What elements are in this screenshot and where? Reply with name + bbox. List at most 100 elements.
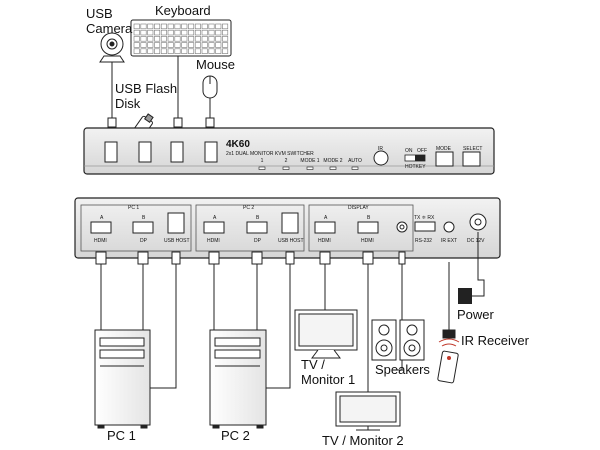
svg-text:B: B (367, 215, 371, 221)
pc2-ports: A HDMI B DP USB HOST (203, 212, 304, 244)
keyboard-key (194, 42, 201, 48)
keyboard-key (222, 36, 229, 42)
indicator-led (282, 166, 290, 170)
select-button[interactable]: SELECT (462, 146, 482, 167)
keyboard-key (201, 23, 208, 30)
keyboard-key (167, 29, 174, 36)
brand-logo: 4K60 (226, 139, 250, 150)
keyboard-key (160, 42, 167, 48)
keyboard-key (154, 42, 161, 48)
tv-monitor-1-icon (294, 309, 358, 359)
keyboard-key (208, 29, 215, 36)
keyboard-key (133, 36, 140, 42)
keyboard-key (147, 42, 154, 48)
indicator-led (351, 166, 359, 170)
keyboard-key (194, 29, 201, 36)
keyboard-key (160, 23, 167, 30)
svg-text:B: B (142, 215, 146, 221)
keyboard-key (133, 29, 140, 36)
speakers-icon (371, 319, 425, 361)
group-display-label: DISPLAY (348, 205, 369, 211)
keyboard-key (215, 29, 222, 36)
keyboard-key (188, 48, 195, 54)
keyboard-key (174, 48, 181, 54)
svg-text:A: A (100, 215, 104, 221)
hotkey-switch[interactable]: ON OFF HOTKEY (404, 148, 427, 170)
keyboard-key (215, 23, 222, 30)
indicator-led (258, 166, 266, 170)
svg-text:TX ≑ RX: TX ≑ RX (414, 215, 435, 221)
keyboard-key (160, 36, 167, 42)
front-usb-ports (104, 141, 218, 163)
keyboard-key (167, 36, 174, 42)
keyboard-key (147, 23, 154, 30)
mode-button[interactable]: MODE (435, 146, 454, 167)
pc-1-label: PC 1 (107, 428, 136, 443)
svg-text:SELECT: SELECT (463, 146, 482, 152)
keyboard-key (133, 48, 140, 54)
tv-monitor-1-label: TV /Monitor 1 (301, 357, 356, 387)
keyboard-key (154, 29, 161, 36)
keyboard-key (147, 48, 154, 54)
svg-text:ON: ON (405, 148, 413, 154)
svg-text:DP: DP (140, 238, 148, 244)
keyboard-key (154, 23, 161, 30)
svg-text:OFF: OFF (417, 148, 427, 154)
keyboard-key (174, 23, 181, 30)
indicator-led (329, 166, 337, 170)
svg-text:HDMI: HDMI (318, 238, 331, 244)
power-label: Power (457, 307, 494, 322)
keyboard-key (154, 48, 161, 54)
keyboard-key (140, 42, 147, 48)
keyboard-label: Keyboard (155, 3, 211, 18)
keyboard-key (208, 36, 215, 42)
keyboard-key (181, 48, 188, 54)
keyboard-key (194, 36, 201, 42)
keyboard-key (208, 23, 215, 30)
svg-text:A: A (213, 215, 217, 221)
peripheral-cables (111, 56, 211, 118)
svg-text:HDMI: HDMI (94, 238, 107, 244)
group-pc1-label: PC 1 (128, 205, 139, 211)
svg-text:RS-232: RS-232 (415, 238, 432, 244)
front-usb-plugs (107, 117, 215, 128)
keyboard-key (160, 48, 167, 54)
keyboard-key (201, 42, 208, 48)
keyboard-key (133, 42, 140, 48)
mouse-icon (202, 75, 218, 99)
rear-panel: PC 1 PC 2 DISPLAY A HDMI B DP USB HOST A… (74, 197, 501, 259)
svg-text:IR EXT: IR EXT (441, 238, 457, 244)
keyboard-key (154, 36, 161, 42)
indicator-label: MODE 2 (323, 158, 342, 164)
ir-receiver-icon (437, 329, 460, 384)
keyboard-key (222, 29, 229, 36)
keyboard-key (188, 29, 195, 36)
keyboard-key (181, 29, 188, 36)
speakers-label: Speakers (375, 362, 430, 377)
svg-text:DC 12V: DC 12V (467, 238, 485, 244)
keyboard-key (167, 42, 174, 48)
front-panel: 4K60 2x1 DUAL MONITOR KVM SWITCHER 1 2 MOD… (83, 127, 495, 175)
keyboard-key (147, 29, 154, 36)
indicator-label: MODE 1 (300, 158, 319, 164)
keyboard-key (215, 36, 222, 42)
keyboard-key (140, 36, 147, 42)
keyboard-key (201, 29, 208, 36)
indicator-label: 2 (285, 158, 288, 164)
ir-receiver-label: IR Receiver (461, 333, 529, 348)
pc-1-icon (94, 329, 151, 429)
indicator-label: 1 (261, 158, 264, 164)
mouse-label: Mouse (196, 57, 236, 72)
keyboard-key (208, 48, 215, 54)
control-ports: TX ≑ RX RS-232 IR EXT DC 12V (414, 213, 487, 244)
svg-text:MODE: MODE (436, 146, 452, 152)
svg-text:B: B (256, 215, 260, 221)
display-ports: A HDMI B HDMI (314, 215, 408, 244)
power-adapter-icon (458, 288, 472, 304)
front-subtitle: 2x1 DUAL MONITOR KVM SWITCHER (226, 151, 314, 157)
keyboard-key (147, 36, 154, 42)
svg-text:USB HOST: USB HOST (278, 238, 304, 244)
